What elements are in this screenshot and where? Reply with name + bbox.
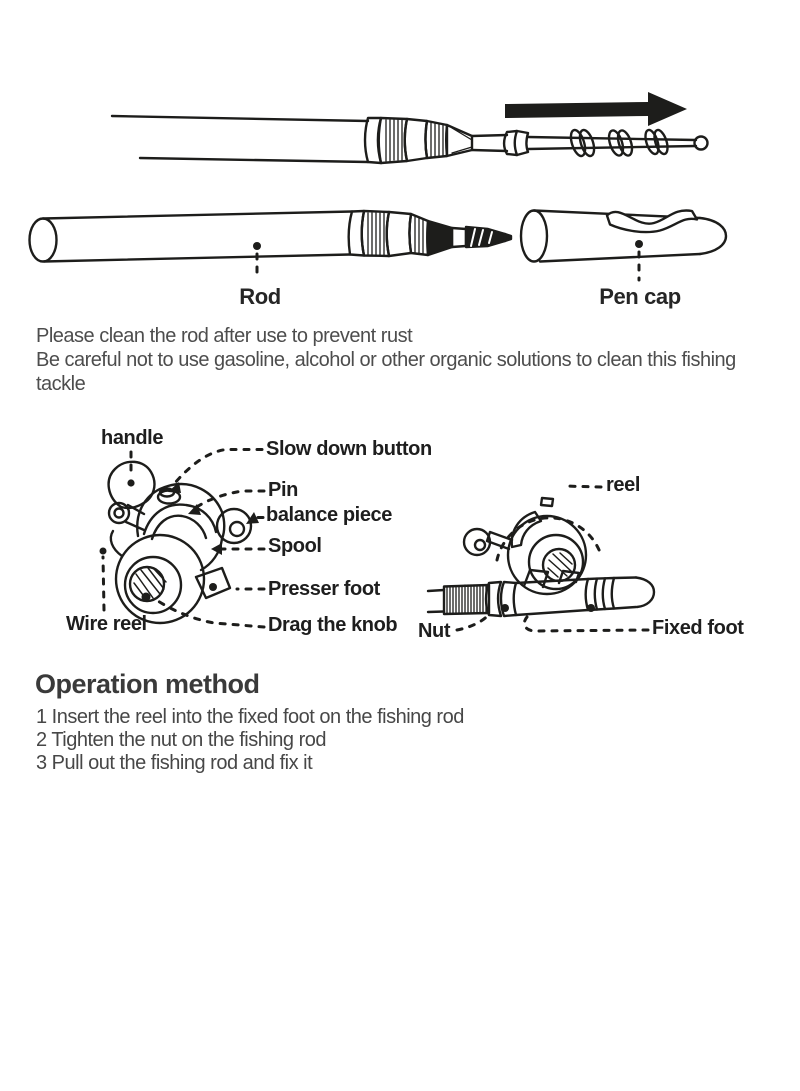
- reel-callout-arrows: [99, 482, 259, 555]
- extended-rod-drawing: [110, 92, 709, 165]
- handle-label: handle: [101, 427, 164, 449]
- line-guide-coils: [569, 128, 669, 158]
- reel-callout-leaders: [101, 448, 266, 629]
- presser-foot-label: Presser foot: [268, 578, 380, 600]
- reel-label: reel: [606, 474, 640, 496]
- rod-reel-assembly-drawing: [426, 496, 656, 618]
- rod-label: Rod: [239, 284, 281, 309]
- spool-label: Spool: [268, 535, 322, 557]
- operation-step-2: 2 Tighten the nut on the fishing rod: [36, 729, 326, 751]
- pen-cap-label: Pen cap: [599, 284, 681, 309]
- pen-cap-drawing: [519, 209, 728, 282]
- pen-rod-drawing: [28, 209, 513, 282]
- fixed-foot-label: Fixed foot: [652, 617, 744, 639]
- reel-parts-drawing: [107, 460, 253, 625]
- operation-method-title: Operation method: [35, 669, 260, 699]
- care-note-line2: Be careful not to use gasoline, alcohol …: [36, 349, 736, 395]
- slow-down-button-label: Slow down button: [266, 438, 432, 460]
- operation-step-3: 3 Pull out the fishing rod and fix it: [36, 752, 313, 774]
- drag-the-knob-label: Drag the knob: [268, 614, 398, 636]
- wire-reel-label: Wire reel: [66, 613, 147, 635]
- pin-label: Pin: [268, 479, 298, 501]
- operation-steps: 1 Insert the reel into the fixed foot on…: [36, 706, 464, 775]
- nut-label: Nut: [418, 620, 451, 642]
- operation-step-1: 1 Insert the reel into the fixed foot on…: [36, 706, 464, 728]
- rod-tip-ball: [693, 135, 709, 151]
- direction-arrow-icon: [505, 92, 687, 126]
- care-notes: Please clean the rod after use to preven…: [36, 324, 776, 396]
- balance-piece-label: balance piece: [266, 504, 392, 526]
- care-note-line1: Please clean the rod after use to preven…: [36, 325, 413, 347]
- assembly-callout-leaders: [455, 484, 650, 633]
